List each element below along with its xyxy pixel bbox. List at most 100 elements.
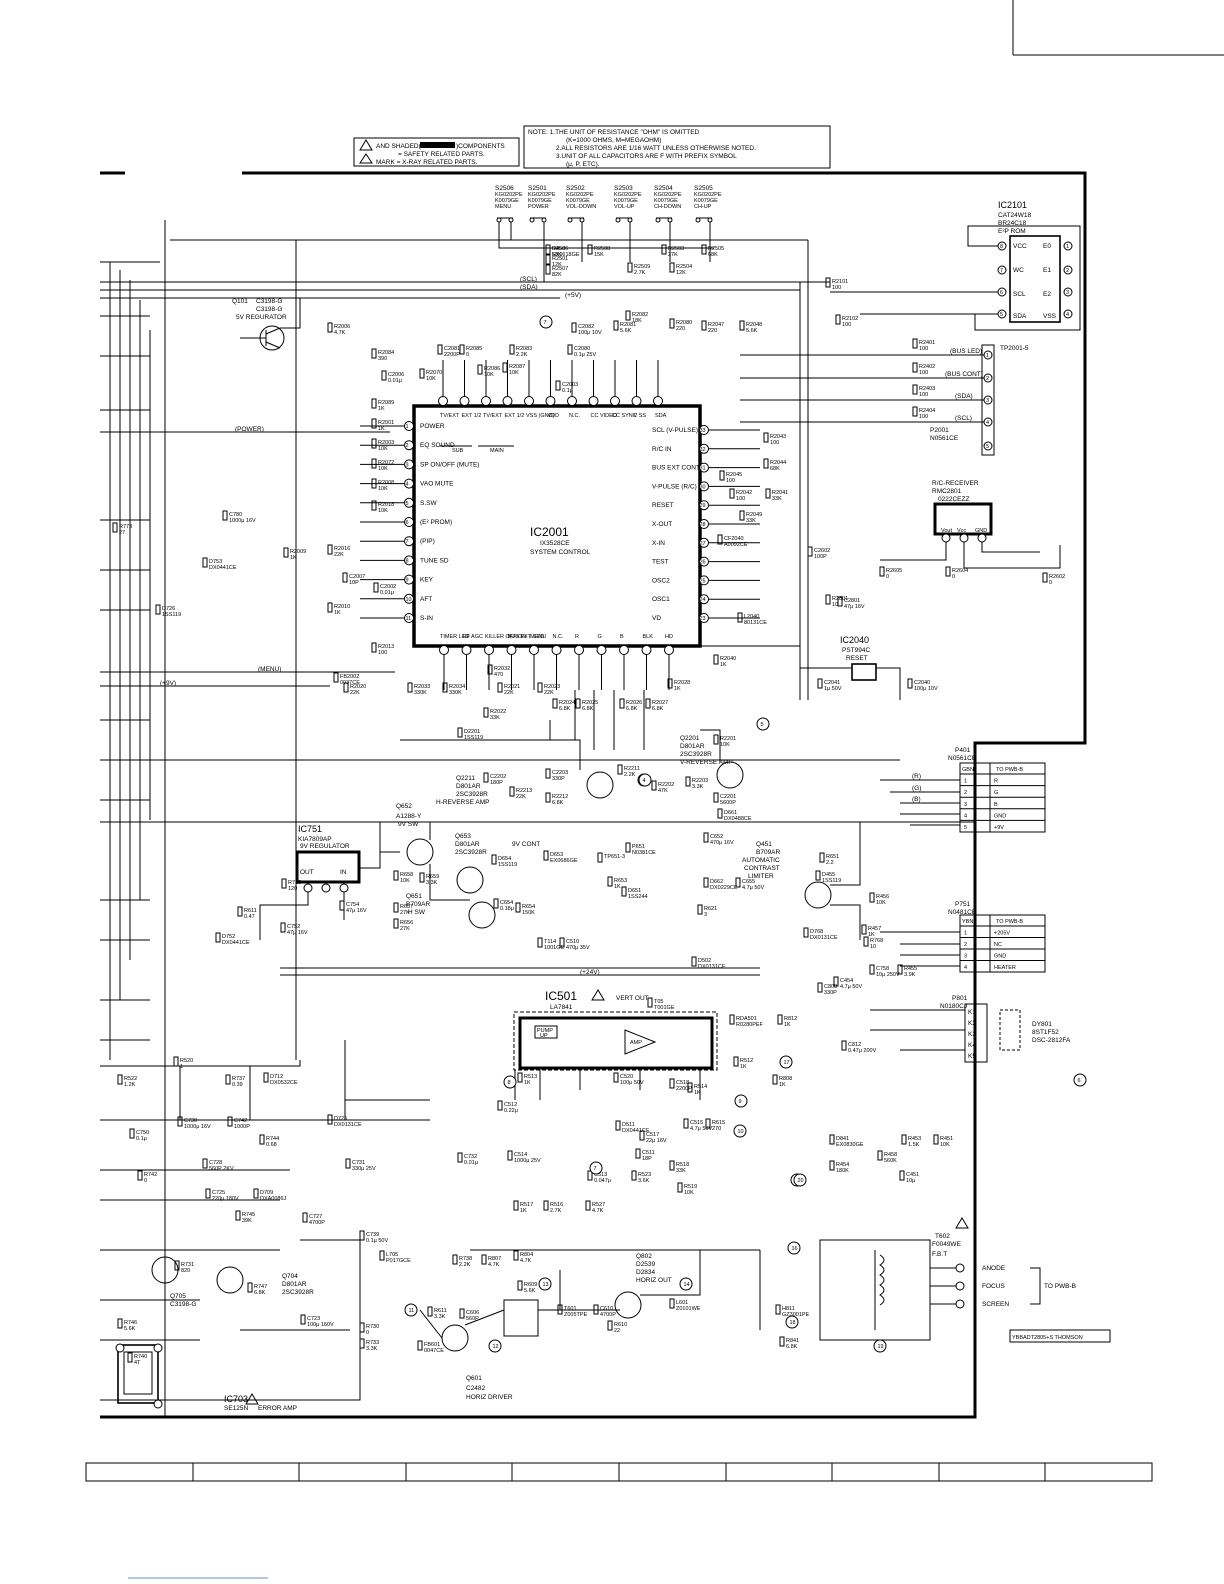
component-value: 3.3K [426,880,438,886]
component-body [371,478,377,489]
svg-text:GND: GND [975,528,987,534]
ic2001-pin-number: 6 [406,520,409,526]
svg-text:K0079GE: K0079GE [566,198,590,204]
component-ref: R2010 [334,604,350,610]
component-body [345,1158,351,1169]
component-ref: R2001 [378,420,394,426]
component-ref: C2202 [490,774,506,780]
component-ref: D2201 [464,729,480,735]
connector-pin-number: 4 [964,813,967,819]
component-value: 3 [704,912,707,918]
switch-menu[interactable]: S2506 KG0202PE K0079GE MENU [495,185,523,223]
ic2001-pin-label: BUS EXT CONT [652,465,700,472]
component-value: 100μ 10V [578,330,602,336]
switch-vol-up[interactable]: S2503 KG0202PE K0079GE VOL-UP [614,185,642,223]
switch-ch-up[interactable]: S2505 KG0202PE K0079GE CH-UP [694,185,722,223]
svg-text:V-REVERSE AMP: V-REVERSE AMP [680,759,733,766]
component-ref: R2202 [658,782,674,788]
component-value: 120 [288,886,297,892]
svg-text:Q2201: Q2201 [680,735,700,742]
component-ref: R747 [254,1284,267,1290]
component-value: P017GCE [386,1258,411,1264]
component-ref: C812 [848,1042,861,1048]
component-ref: R740 [134,1354,147,1360]
component-ref: R2503 [668,246,684,252]
switching-transistors: Q652 A1288-Y 9V SW Q653 D801AR 2SC3928R … [380,803,540,929]
component-body [225,1074,231,1085]
test-point-number: 17 [784,1060,790,1066]
switch-power[interactable]: S2501 KG0202PE K0079GE POWER [528,185,556,223]
ic2001-pin-node [461,645,472,655]
ic2001-pin-label: VSS (GND) [526,413,555,419]
svg-text:MAIN: MAIN [490,448,504,454]
note-line-3: 2.ALL RESISTORS ARE 1/16 WATT UNLESS OTH… [556,145,756,152]
ic2001-pin-node [404,517,414,527]
component-body [452,1254,458,1265]
ic751-regulator: IC751 KIA7809AP 9V REGULATOR OUT IN [259,822,381,940]
component-value: 1K [614,884,621,890]
component-value: 10K [484,372,494,378]
component-ref: C652 [710,834,723,840]
ic2001-pin-label: S-IN [420,615,433,622]
ic2001-pin-node [699,613,709,623]
svg-text:Vout: Vout [941,528,952,534]
component-value: 4.7μ 50V [840,984,862,990]
svg-text:P401: P401 [955,747,971,754]
test-point-marker [488,1339,502,1353]
component-ref: D768 [810,929,823,935]
ic2001-pin-label: EXT 1/2 [462,413,482,419]
component-ref: R2021 [504,684,520,690]
component-value: DX0488CE [724,816,752,822]
ic703-error-amp: IC703 SE125N ERROR AMP [115,1343,297,1412]
component-value: 1000μ 16V [184,1124,211,1130]
component-ref: C739 [366,1232,379,1238]
component-value: 0.47 [244,914,255,920]
component-ref: R2041 [772,490,788,496]
component-ref: R621 [704,906,717,912]
ic2001-pin-label: MENU [530,634,546,640]
component-value: 1K [779,1082,786,1088]
ic2040-reset: IC2040 PST994C RESET [700,635,901,700]
component-value: 1K [784,1022,791,1028]
power-supply-section: Q705 C3198-G Q704 D801AR 2SC3928R [100,1040,430,1401]
component-body [371,398,377,409]
component-body [545,244,551,255]
ic2001-pin-node [404,459,414,470]
ic2001-pin-label: VDD [548,413,560,419]
switch-vol-down[interactable]: S2502 KG0202PE K0079GE VOL-DOWN [566,185,596,223]
component-body [419,872,425,883]
component-value: DX0532CE [270,1080,298,1086]
component-body [621,886,627,897]
svg-text:(R): (R) [912,773,921,780]
ic2001-pin-node [404,497,414,508]
ic2001-pin-label: S.SW [420,500,437,507]
component-body [493,898,499,909]
component-ref: L601 [676,1300,688,1306]
connector-pin-number: 3 [964,954,967,960]
component-body [371,418,377,429]
component-value: 22K [334,552,344,558]
svg-text:WC: WC [1013,267,1024,274]
svg-text:SE125N: SE125N [224,1405,249,1412]
svg-text:2SC3928R: 2SC3928R [456,791,488,798]
component-ref: R2049 [746,512,762,518]
component-value: 1 [180,1064,183,1070]
component-value: 470μ 16V [710,840,734,846]
svg-text:S2503: S2503 [614,185,633,192]
switch-ch-down[interactable]: S2504 KG0202PE K0079GE CH-DOWN [654,185,682,223]
component-ref: C515 [690,1120,703,1126]
component-ref: R520 [180,1058,193,1064]
svg-text:CH-UP: CH-UP [694,204,712,210]
component-body [483,772,489,783]
svg-text:KG0202PE: KG0202PE [528,192,556,198]
ic2001-pin-number: 28 [700,522,706,528]
component-value: 12K [676,270,686,276]
component-ref: R2203 [692,778,708,784]
component-body [631,1170,637,1181]
component-body [483,707,489,718]
component-ref: C2602 [814,548,830,554]
component-value: 47μ 16V [287,930,308,936]
test-point-marker [787,1241,801,1255]
